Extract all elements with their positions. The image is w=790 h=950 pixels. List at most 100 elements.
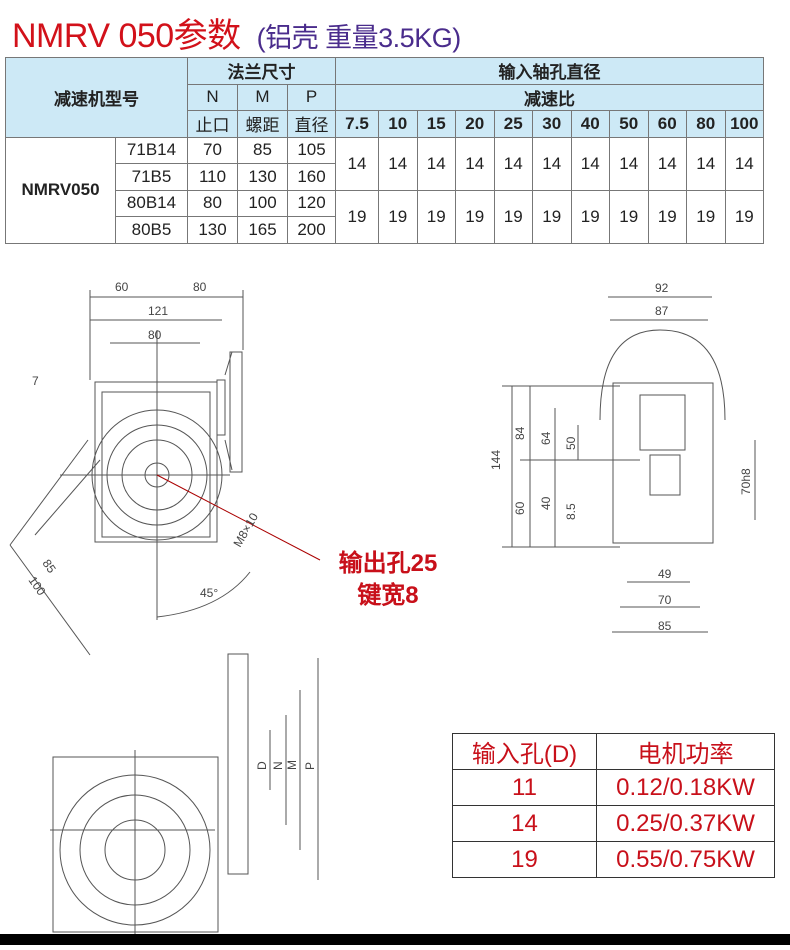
cell-p: 105 <box>287 136 336 164</box>
flange-col-n: N <box>187 83 238 111</box>
power-header-input: 输入孔(D) <box>452 733 597 770</box>
flange-view-drawing <box>50 653 319 935</box>
flange-col-m: M <box>237 83 288 111</box>
bore-cell: 19 <box>647 189 687 244</box>
title-main: NMRV 050参数 <box>12 17 241 55</box>
dim-49: 49 <box>658 567 672 581</box>
bore-cell: 19 <box>493 189 533 244</box>
key-width-label: 键宽8 <box>357 582 419 609</box>
cell-m: 165 <box>237 216 288 244</box>
dim-50: 50 <box>564 436 578 450</box>
cell-n: 130 <box>187 216 238 244</box>
cell-n: 80 <box>187 189 238 217</box>
dim-84: 84 <box>513 426 527 440</box>
ratio-header: 减速比 <box>334 83 765 111</box>
spec-table: 减速机型号 法兰尺寸 输入轴孔直径 N M P 减速比 止口 螺距 直径 7.5… <box>5 57 790 244</box>
label-m: M <box>285 760 299 770</box>
flange-label-n: 止口 <box>187 110 238 138</box>
bore-cell: 19 <box>532 189 572 244</box>
bore-cell: 14 <box>416 136 456 191</box>
flange-label-p: 直径 <box>287 110 336 138</box>
bore-cell: 14 <box>493 136 533 191</box>
motor-power-cell: 0.25/0.37KW <box>596 805 775 842</box>
page-title: NMRV 050参数 (铝壳 重量3.5KG) <box>12 8 461 57</box>
cell-m: 130 <box>237 163 288 191</box>
cell-variant: 80B14 <box>115 189 188 217</box>
dim-85: 85 <box>40 557 59 576</box>
cell-variant: 71B14 <box>115 136 188 164</box>
dim-8-5: 8.5 <box>564 503 578 520</box>
dim-80-top: 80 <box>193 280 207 294</box>
dim-121: 121 <box>148 304 168 318</box>
cell-m: 100 <box>237 189 288 217</box>
title-sub: (铝壳 重量3.5KG) <box>256 23 462 53</box>
front-view-drawing <box>9 290 321 656</box>
ratio-header-cell: 15 <box>416 110 456 138</box>
flange-col-p: P <box>287 83 336 111</box>
label-d: D <box>255 761 269 770</box>
bore-cell: 19 <box>686 189 726 244</box>
bore-cell: 14 <box>609 136 649 191</box>
bore-cell: 19 <box>378 189 418 244</box>
input-hole-cell: 19 <box>452 841 597 878</box>
ratio-header-cell: 7.5 <box>335 110 379 138</box>
ratio-header-cell: 60 <box>647 110 687 138</box>
cell-n: 70 <box>187 136 238 164</box>
dim-144: 144 <box>489 450 503 470</box>
bore-cell: 19 <box>335 189 379 244</box>
model-cell: NMRV050 <box>5 136 116 244</box>
cell-m: 85 <box>237 136 288 164</box>
ratio-header-cell: 25 <box>493 110 533 138</box>
flange-header: 法兰尺寸 <box>187 57 336 85</box>
cell-variant: 71B5 <box>115 163 188 191</box>
dim-64: 64 <box>539 431 553 445</box>
bottom-bar <box>0 934 790 945</box>
output-hole-label: 输出孔25 <box>338 550 438 577</box>
label-n: N <box>271 761 285 770</box>
cell-variant: 80B5 <box>115 216 188 244</box>
input-header: 输入轴孔直径 <box>334 57 765 85</box>
side-view-drawing <box>502 296 756 633</box>
dim-100: 100 <box>26 574 49 599</box>
motor-power-cell: 0.12/0.18KW <box>596 769 775 806</box>
dim-87: 87 <box>655 304 669 318</box>
bore-cell: 19 <box>724 189 765 244</box>
ratio-header-cell: 10 <box>378 110 418 138</box>
dim-60-side: 60 <box>513 501 527 515</box>
bore-cell: 14 <box>724 136 765 191</box>
ratio-header-cell: 80 <box>686 110 726 138</box>
dim-45-deg: 45° <box>200 586 218 600</box>
dim-70: 70 <box>658 593 672 607</box>
bore-cell: 14 <box>378 136 418 191</box>
dim-92: 92 <box>655 281 669 295</box>
bore-cell: 19 <box>609 189 649 244</box>
dim-60: 60 <box>115 280 129 294</box>
bore-cell: 19 <box>416 189 456 244</box>
model-header: 减速机型号 <box>5 57 188 138</box>
dim-85-side: 85 <box>658 619 672 633</box>
dim-7: 7 <box>32 374 39 388</box>
bore-cell: 14 <box>686 136 726 191</box>
flange-label-m: 螺距 <box>237 110 288 138</box>
dim-40: 40 <box>539 496 553 510</box>
input-hole-cell: 14 <box>452 805 597 842</box>
output-note: 输出孔25 键宽8 <box>318 548 458 612</box>
ratio-header-cell: 20 <box>455 110 495 138</box>
label-p: P <box>303 762 317 770</box>
cell-p: 120 <box>287 189 336 217</box>
bore-cell: 19 <box>570 189 610 244</box>
ratio-header-cell: 100 <box>724 110 765 138</box>
input-hole-cell: 11 <box>452 769 597 806</box>
dim-80: 80 <box>148 328 162 342</box>
motor-power-cell: 0.55/0.75KW <box>596 841 775 878</box>
cell-p: 200 <box>287 216 336 244</box>
